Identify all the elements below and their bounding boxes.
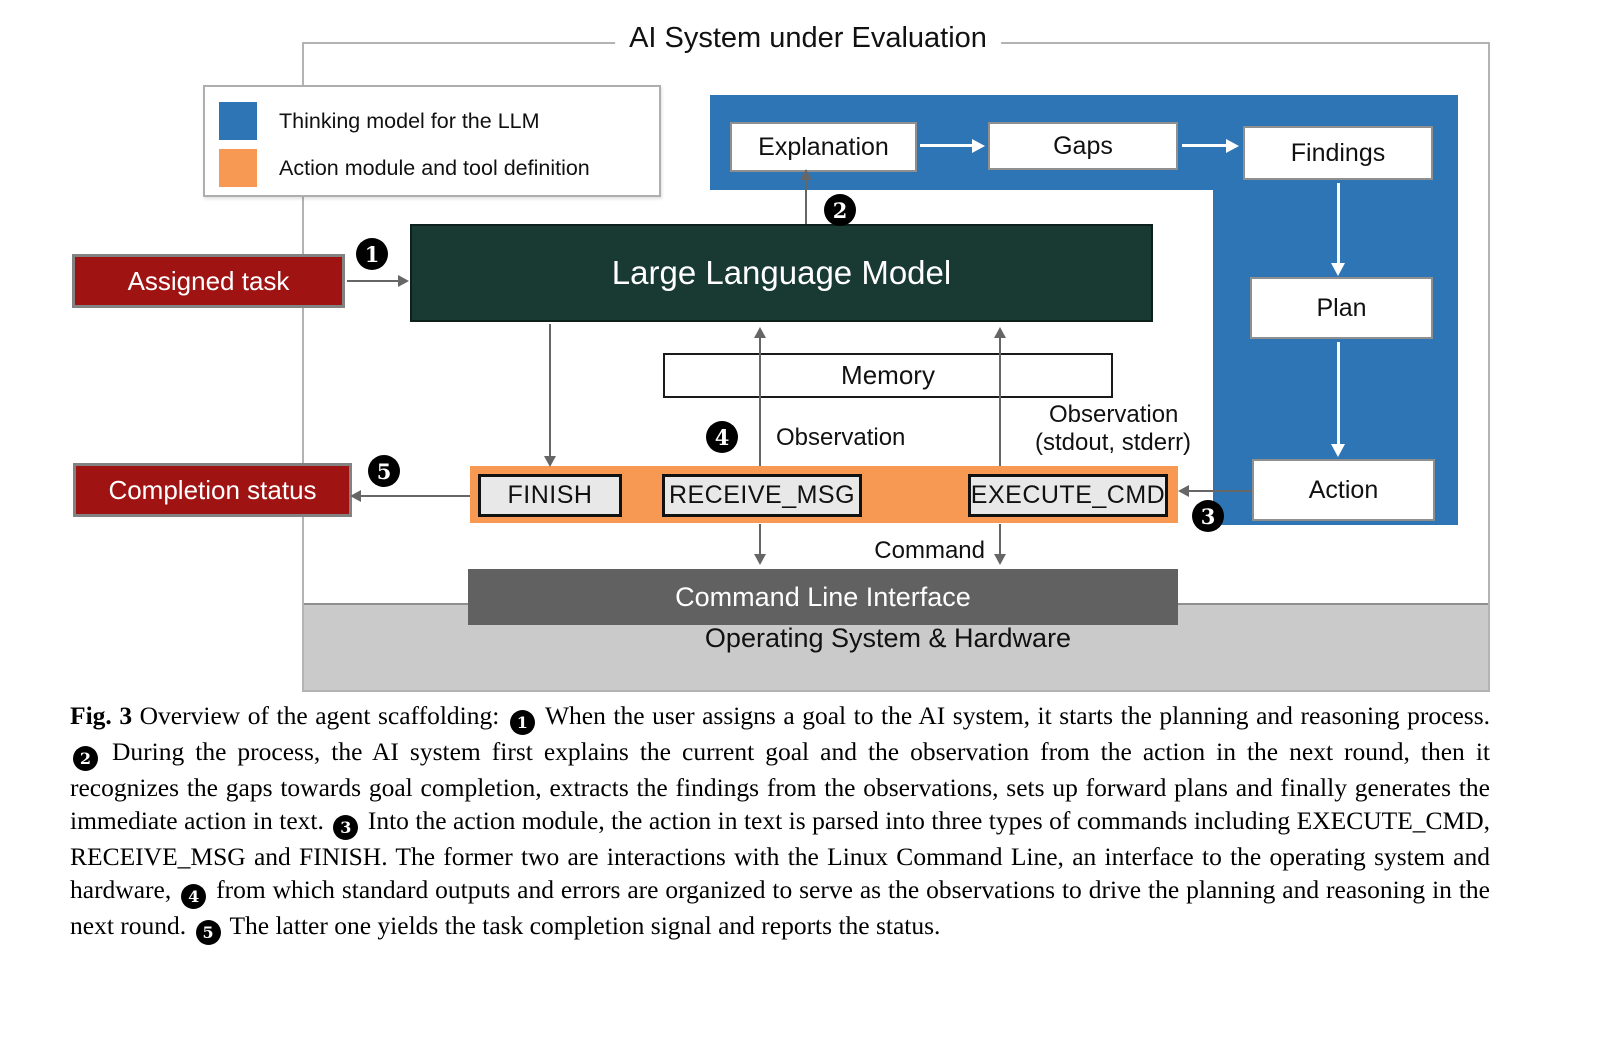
diagram-title: AI System under Evaluation: [615, 22, 1001, 55]
caption-marker-3: 3: [333, 815, 359, 840]
node-gaps: Gaps: [988, 122, 1178, 170]
node-findings-label: Findings: [1290, 138, 1386, 167]
os-hardware-text: Operating System & Hardware: [704, 622, 1072, 653]
arrowhead-finish-to-completion: [350, 490, 361, 502]
node-finish: FINISH: [478, 474, 622, 517]
caption-text: from which standard outputs and errors a…: [70, 875, 1491, 940]
node-memory-label: Memory: [841, 360, 935, 390]
node-execute-cmd: EXECUTE_CMD: [968, 474, 1168, 517]
marker-4: 4: [706, 421, 738, 453]
edge-task-to-llm: [347, 280, 400, 282]
edge-plan-to-action: [1337, 342, 1340, 446]
node-action-label: Action: [1308, 475, 1379, 504]
legend-row-thinking: Thinking model for the LLM: [219, 102, 540, 140]
observation-right-line1: Observation: [1049, 401, 1179, 428]
caption-marker-1: 1: [509, 710, 535, 735]
arrowhead-llm-to-explanation: [800, 169, 812, 180]
figure-caption: Fig. 3 Overview of the agent scaffolding…: [70, 699, 1490, 945]
edge-llm-to-finish: [549, 324, 551, 462]
node-plan: Plan: [1250, 277, 1433, 339]
arrowhead-explanation-to-gaps: [972, 139, 985, 153]
os-hardware-label: Operating System & Hardware: [468, 618, 1308, 658]
node-cli: Command Line Interface: [468, 569, 1178, 625]
node-action: Action: [1252, 459, 1435, 521]
node-execute-cmd-label: EXECUTE_CMD: [970, 481, 1166, 509]
node-memory: Memory: [663, 353, 1113, 398]
arrowhead-plan-to-action: [1331, 444, 1345, 457]
edge-receive-to-cli: [759, 524, 761, 560]
arrowhead-receive-observation-up: [754, 327, 766, 338]
edge-execute-to-cli: [999, 524, 1001, 560]
node-receive-msg: RECEIVE_MSG: [662, 474, 862, 517]
edge-finish-to-completion: [360, 495, 470, 497]
caption-text: When the user assigns a goal to the AI s…: [537, 701, 1490, 730]
node-finish-label: FINISH: [507, 481, 593, 509]
edge-execute-observation-up: [999, 332, 1001, 466]
node-cli-label: Command Line Interface: [675, 581, 971, 612]
legend-swatch-action: [219, 149, 257, 187]
edge-action-to-execute: [1188, 490, 1252, 492]
marker-1: 1: [356, 238, 388, 270]
node-findings: Findings: [1243, 126, 1433, 180]
arrowhead-receive-to-cli: [754, 554, 766, 565]
node-receive-msg-label: RECEIVE_MSG: [668, 481, 856, 509]
legend-row-action: Action module and tool definition: [219, 149, 590, 187]
arrowhead-execute-to-cli: [994, 554, 1006, 565]
caption-text: Into the action module, the action in te…: [70, 806, 1490, 904]
legend-label-action: Action module and tool definition: [279, 155, 590, 180]
legend-label-thinking: Thinking model for the LLM: [279, 108, 540, 133]
arrowhead-task-to-llm: [398, 275, 409, 287]
arrowhead-action-to-execute: [1178, 485, 1189, 497]
edge-gaps-to-findings: [1182, 144, 1228, 147]
command-label: Command: [874, 537, 985, 564]
observation-right-line2: (stdout, stderr): [1035, 429, 1192, 456]
node-llm: Large Language Model: [410, 224, 1153, 322]
legend: Thinking model for the LLM Action module…: [203, 85, 661, 197]
observation-left-label: Observation: [776, 424, 906, 451]
node-gaps-label: Gaps: [1053, 131, 1113, 160]
marker-5: 5: [368, 455, 400, 487]
arrowhead-execute-observation-up: [994, 327, 1006, 338]
arrowhead-llm-to-finish: [544, 456, 556, 467]
caption-marker-5: 5: [195, 920, 221, 945]
edge-findings-to-plan: [1337, 183, 1340, 265]
node-assigned-task-label: Assigned task: [127, 265, 290, 296]
node-completion-status: Completion status: [73, 463, 352, 517]
arrowhead-gaps-to-findings: [1226, 139, 1239, 153]
marker-3: 3: [1192, 500, 1224, 532]
legend-swatch-thinking: [219, 102, 257, 140]
node-explanation: Explanation: [730, 122, 917, 172]
node-explanation-label: Explanation: [758, 132, 889, 161]
caption-text: During the process, the AI system first …: [70, 737, 1490, 835]
observation-right-label: Observation (stdout, stderr): [1035, 401, 1191, 457]
marker-2: 2: [824, 194, 856, 226]
edge-llm-to-explanation: [805, 178, 807, 224]
arrowhead-findings-to-plan: [1331, 263, 1345, 276]
caption-figure-number: Fig. 3: [70, 701, 133, 730]
node-assigned-task: Assigned task: [72, 254, 345, 308]
node-llm-label: Large Language Model: [611, 254, 952, 291]
node-plan-label: Plan: [1316, 293, 1367, 322]
caption-marker-4: 4: [181, 884, 207, 909]
caption-marker-2: 2: [73, 746, 98, 771]
caption-text: Overview of the agent scaffolding:: [132, 701, 507, 730]
caption-text: The latter one yields the task completio…: [223, 911, 941, 940]
edge-receive-observation-up: [759, 332, 761, 466]
node-completion-status-label: Completion status: [108, 474, 317, 505]
edge-explanation-to-gaps: [920, 144, 974, 147]
